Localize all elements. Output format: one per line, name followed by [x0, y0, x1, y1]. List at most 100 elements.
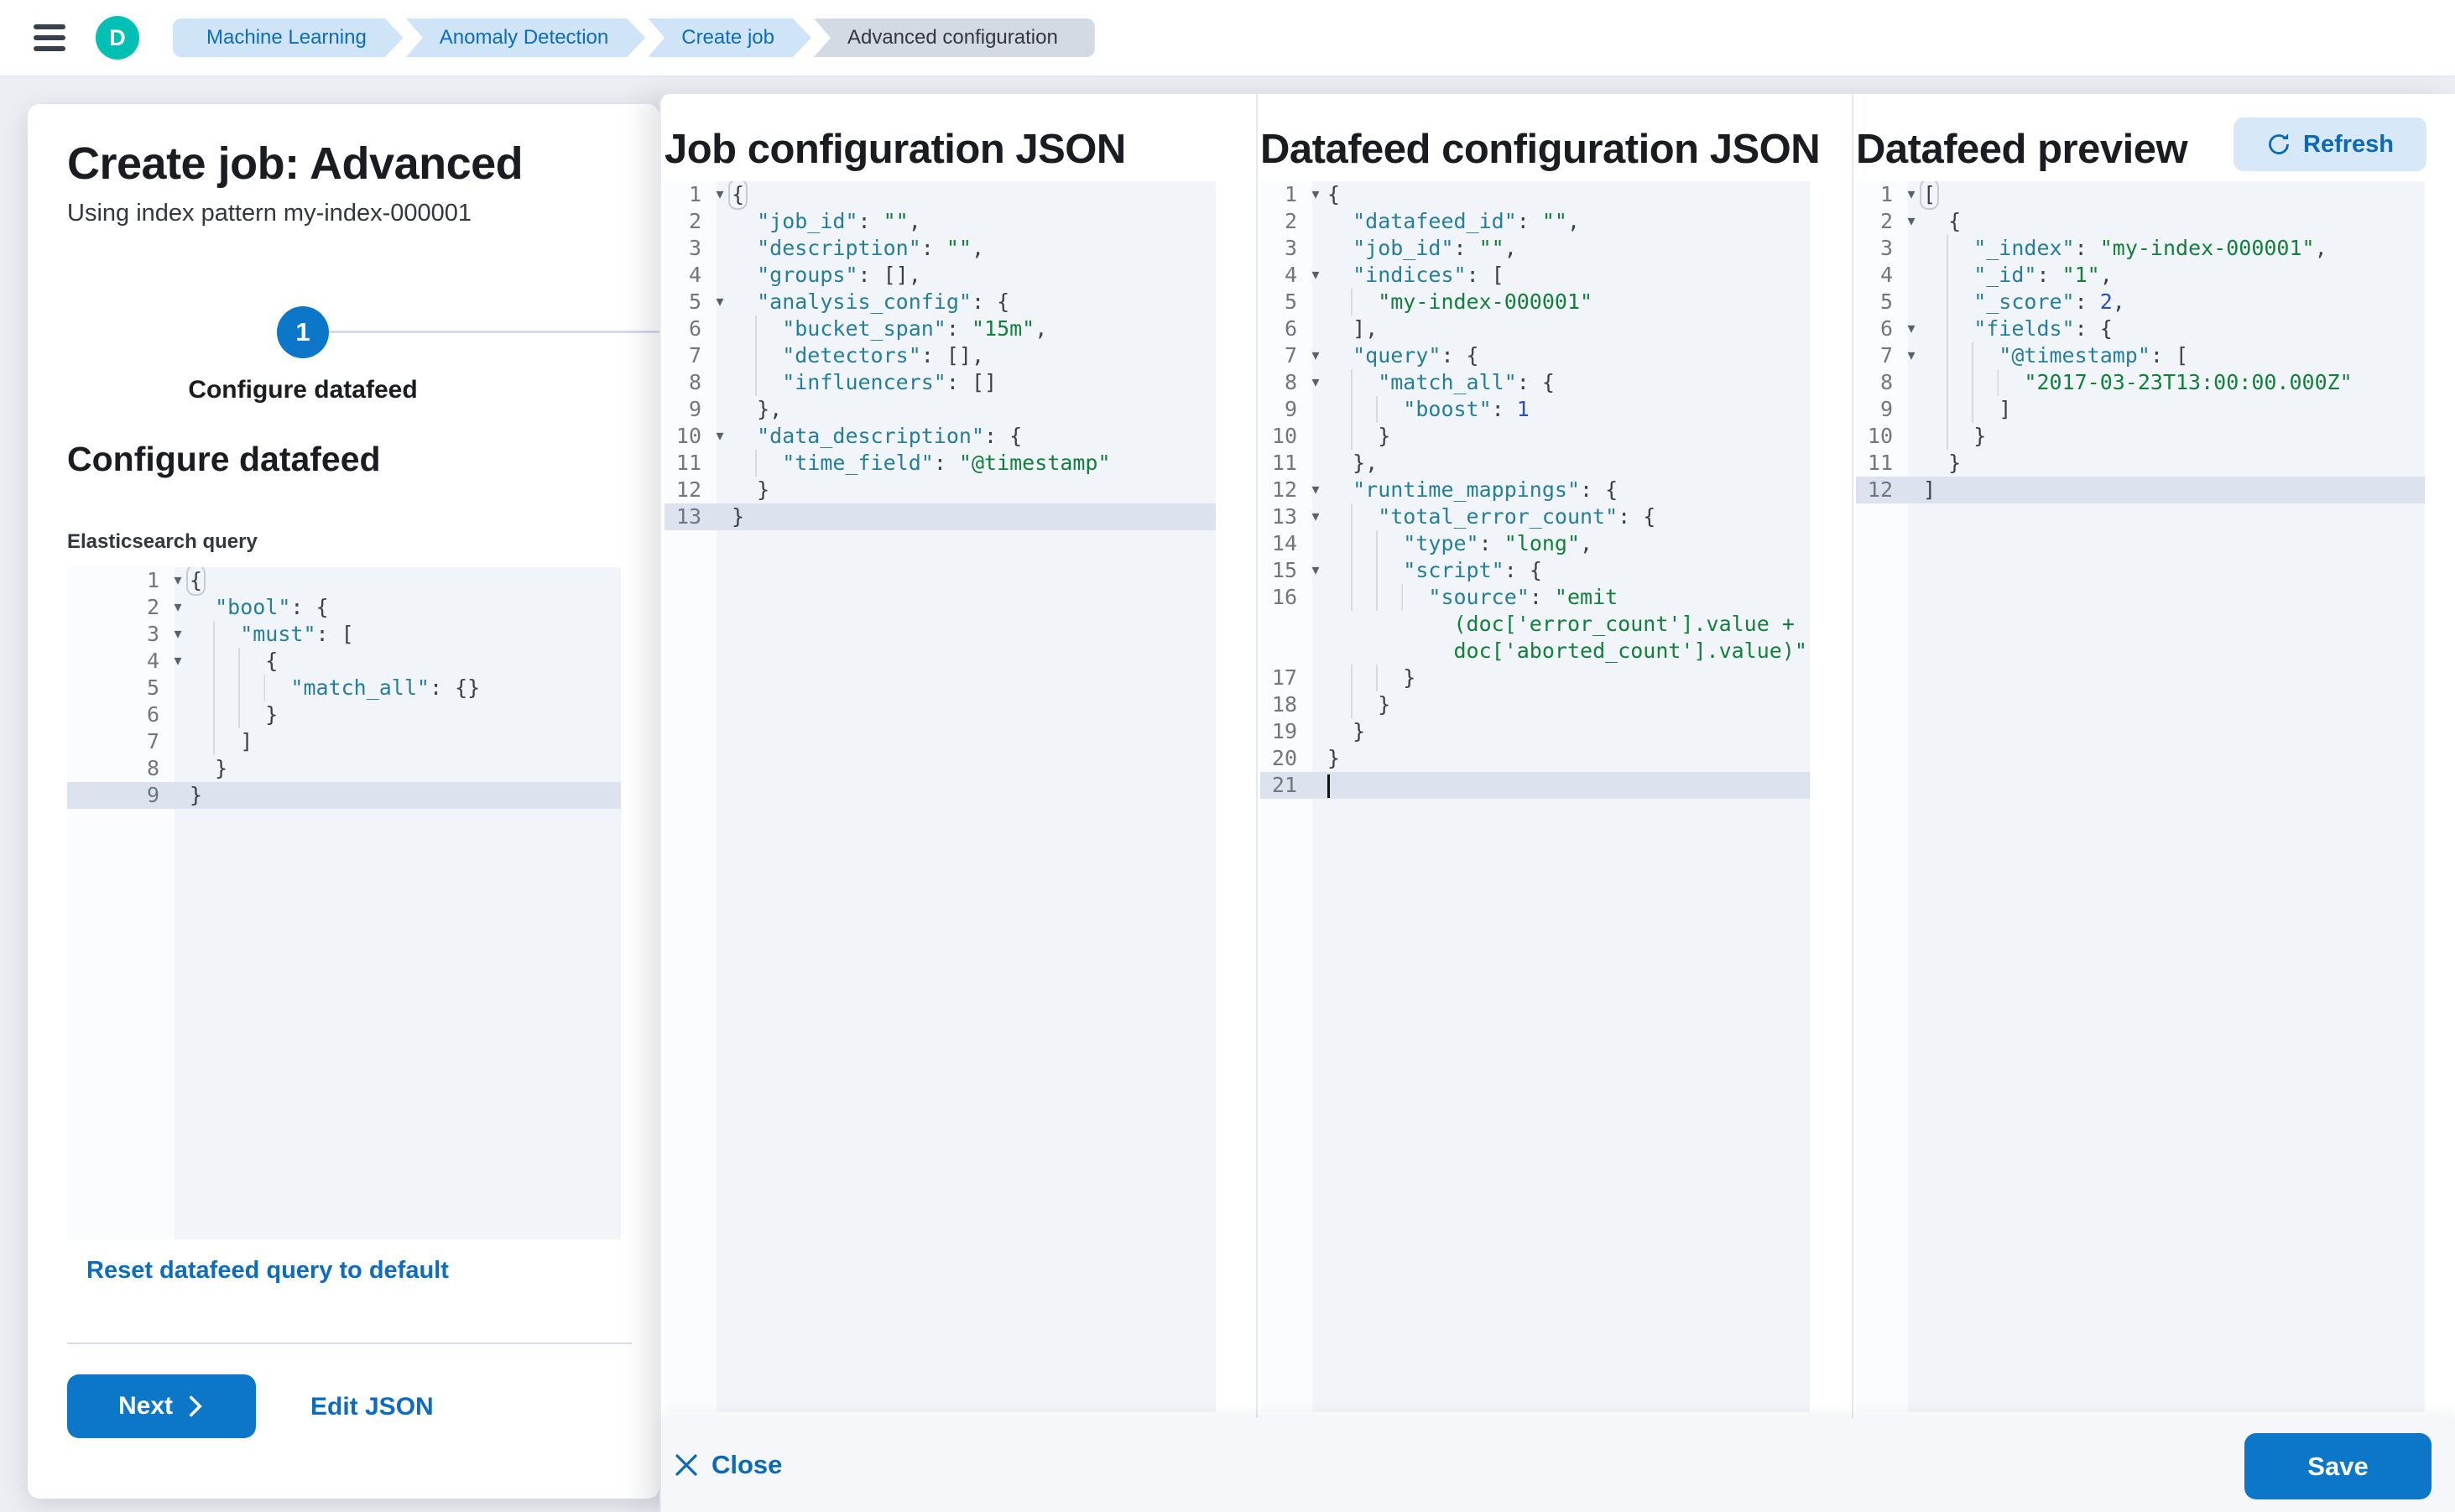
code-line[interactable]: 9} [67, 782, 621, 809]
fold-arrow-icon[interactable]: ▾ [1311, 373, 1320, 391]
line-number [1260, 611, 1304, 638]
code-line[interactable]: 9}, [665, 396, 1216, 423]
code-line[interactable]: 13} [665, 503, 1216, 530]
refresh-button[interactable]: Refresh [2233, 117, 2426, 171]
fold-arrow-icon[interactable]: ▾ [1311, 561, 1320, 579]
code-line[interactable]: 8} [67, 755, 621, 782]
code-line[interactable]: 4▾"indices": [ [1260, 262, 1810, 289]
fold-arrow-icon[interactable]: ▾ [716, 185, 724, 203]
edit-json-link[interactable]: Edit JSON [310, 1393, 434, 1421]
code-line[interactable]: 6"bucket_span": "15m", [665, 315, 1216, 342]
elasticsearch-query-editor[interactable]: 1▾{2▾"bool": {3▾"must": [4▾{5"match_all"… [67, 567, 621, 1239]
save-button[interactable]: Save [2244, 1433, 2432, 1499]
code-line[interactable]: 11"time_field": "@timestamp" [665, 450, 1216, 477]
code-line[interactable]: 2"job_id": "", [665, 208, 1216, 235]
code-line[interactable]: 20} [1260, 745, 1810, 772]
avatar[interactable]: D [96, 16, 139, 60]
code-line[interactable]: 3▾"must": [ [67, 621, 621, 648]
code-line[interactable]: 8"2017-03-23T13:00:00.000Z" [1856, 369, 2425, 396]
code-line[interactable]: 9] [1856, 396, 2425, 423]
code-line[interactable]: 7] [67, 728, 621, 755]
code-line[interactable]: 11}, [1260, 450, 1810, 477]
code-line[interactable]: 1▾{ [67, 567, 621, 596]
indent-guides [1923, 235, 1974, 262]
code-line[interactable]: doc['aborted_count'].value)" [1260, 638, 1810, 665]
code-line[interactable]: 4▾{ [67, 648, 621, 675]
code-line[interactable]: 11} [1856, 450, 2425, 477]
code-line[interactable]: 3"job_id": "", [1260, 235, 1810, 262]
fold-arrow-icon[interactable]: ▾ [174, 625, 182, 643]
datafeed-preview-editor[interactable]: 1▾[2▾{3"_index": "my-index-000001",4"_id… [1856, 181, 2425, 1412]
code-line[interactable]: 9"boost": 1 [1260, 396, 1810, 423]
code-line[interactable]: 2▾"bool": { [67, 594, 621, 621]
code-line[interactable]: (doc['error_count'].value + [1260, 611, 1810, 638]
code-line[interactable]: 3"description": "", [665, 235, 1216, 262]
step-1-indicator[interactable]: 1 [277, 306, 329, 358]
code-line[interactable]: 10} [1856, 423, 2425, 450]
code-text: (doc['error_count'].value + [1327, 611, 1795, 638]
code-line[interactable]: 1▾[ [1856, 181, 2425, 210]
token: , [1566, 209, 1581, 233]
code-line[interactable]: 5▾"analysis_config": { [665, 289, 1216, 315]
code-line[interactable]: 6▾"fields": { [1856, 315, 2425, 342]
code-line[interactable]: 13▾"total_error_count": { [1260, 503, 1810, 530]
token: : [], [857, 263, 921, 287]
reset-datafeed-query-link[interactable]: Reset datafeed query to default [86, 1257, 449, 1284]
breadcrumb-create-job[interactable]: Create job [648, 18, 811, 57]
code-line[interactable]: 18} [1260, 691, 1810, 718]
code-line[interactable]: 12} [665, 477, 1216, 503]
fold-arrow-icon[interactable]: ▾ [1311, 481, 1320, 498]
code-line[interactable]: 7"detectors": [], [665, 342, 1216, 369]
code-line[interactable]: 2▾{ [1856, 208, 2425, 235]
fold-arrow-icon[interactable]: ▾ [174, 652, 182, 670]
code-text: "data_description": { [732, 423, 1022, 450]
token: : [857, 209, 883, 233]
fold-arrow-icon[interactable]: ▾ [1311, 508, 1320, 525]
fold-gutter [1900, 369, 1923, 396]
code-line[interactable]: 4"_id": "1", [1856, 262, 2425, 289]
code-line[interactable]: 1▾{ [1260, 181, 1810, 208]
close-button[interactable]: Close [675, 1450, 782, 1480]
code-line[interactable]: 5"_score": 2, [1856, 289, 2425, 315]
fold-arrow-icon[interactable]: ▾ [1907, 347, 1916, 364]
next-button[interactable]: Next [67, 1374, 256, 1438]
code-line[interactable]: 7▾"@timestamp": [ [1856, 342, 2425, 369]
code-line[interactable]: 14"type": "long", [1260, 530, 1810, 557]
code-line[interactable]: 8▾"match_all": { [1260, 369, 1810, 396]
code-line[interactable]: 8"influencers": [] [665, 369, 1216, 396]
code-line[interactable]: 12] [1856, 477, 2425, 503]
code-line[interactable]: 3"_index": "my-index-000001", [1856, 235, 2425, 262]
code-line[interactable]: 19} [1260, 718, 1810, 745]
fold-arrow-icon[interactable]: ▾ [174, 598, 182, 616]
fold-arrow-icon[interactable]: ▾ [716, 427, 724, 445]
fold-arrow-icon[interactable]: ▾ [1907, 212, 1916, 230]
code-line[interactable]: 7▾"query": { [1260, 342, 1810, 369]
code-line[interactable]: 5"match_all": {} [67, 675, 621, 701]
fold-arrow-icon[interactable]: ▾ [1311, 266, 1320, 284]
fold-arrow-icon[interactable]: ▾ [1311, 347, 1320, 364]
job-configuration-editor[interactable]: 1▾{2"job_id": "",3"description": "",4"gr… [665, 181, 1216, 1412]
code-line[interactable]: 12▾"runtime_mappings": { [1260, 477, 1810, 503]
code-line[interactable]: 4"groups": [], [665, 262, 1216, 289]
fold-arrow-icon[interactable]: ▾ [1907, 320, 1916, 337]
code-line[interactable]: 17} [1260, 665, 1810, 691]
fold-arrow-icon[interactable]: ▾ [716, 293, 724, 310]
code-line[interactable]: 16"source": "emit [1260, 584, 1810, 611]
code-line[interactable]: 1▾{ [665, 181, 1216, 210]
code-line[interactable]: 21 [1260, 772, 1810, 799]
fold-arrow-icon[interactable]: ▾ [1311, 185, 1320, 203]
code-line[interactable]: 6], [1260, 315, 1810, 342]
fold-arrow-icon[interactable]: ▾ [174, 571, 182, 589]
breadcrumb-machine-learning[interactable]: Machine Learning [173, 18, 404, 57]
code-line[interactable]: 5"my-index-000001" [1260, 289, 1810, 315]
code-line[interactable]: 10} [1260, 423, 1810, 450]
code-line[interactable]: 15▾"script": { [1260, 557, 1810, 584]
breadcrumb-anomaly-detection[interactable]: Anomaly Detection [406, 18, 645, 57]
indent-guides [190, 594, 215, 621]
code-line[interactable]: 6} [67, 701, 621, 728]
code-line[interactable]: 2"datafeed_id": "", [1260, 208, 1810, 235]
code-line[interactable]: 10▾"data_description": { [665, 423, 1216, 450]
menu-icon[interactable] [34, 24, 65, 51]
datafeed-configuration-editor[interactable]: 1▾{2"datafeed_id": "",3"job_id": "",4▾"i… [1260, 181, 1810, 1412]
fold-arrow-icon[interactable]: ▾ [1907, 185, 1916, 203]
